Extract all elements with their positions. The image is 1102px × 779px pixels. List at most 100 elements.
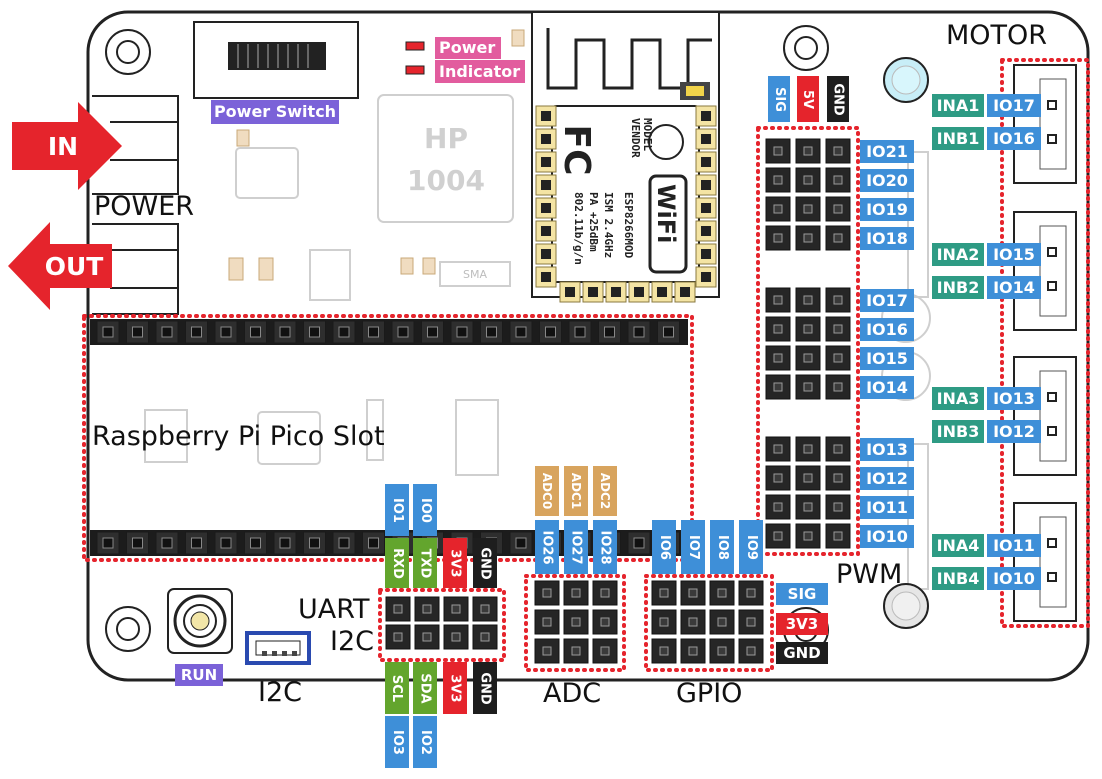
pwm-pin [825, 345, 851, 371]
esp-pad [535, 243, 557, 265]
motor-pin-inb4: INB4 [932, 567, 984, 590]
motor-connector-inner [1039, 225, 1067, 317]
gpio-title: GPIO [676, 678, 743, 709]
label-io7: IO7 [681, 520, 705, 574]
run-button [167, 588, 233, 654]
pwm-pin [825, 316, 851, 342]
svg-text:802.11b/g/n: 802.11b/g/n [572, 192, 585, 265]
esp-pad [695, 174, 717, 196]
gpio-pin [709, 609, 735, 635]
pico-pin [568, 320, 592, 344]
pwm-label-io18: IO18 [860, 227, 914, 250]
motor-connector [1013, 502, 1077, 622]
svg-text:ESP8266MOD: ESP8266MOD [622, 192, 635, 259]
motor-connector [1013, 211, 1077, 331]
pico-pin [244, 531, 267, 555]
in-arrow [12, 102, 122, 190]
esp-pad [651, 281, 673, 303]
pwm-pin [795, 436, 821, 462]
pico-pin [362, 531, 385, 555]
adc-pin [592, 580, 618, 606]
esp-pad [695, 151, 717, 173]
motor-connector-pin [1047, 392, 1057, 402]
pico-pin [273, 531, 297, 555]
pwm-pin [795, 138, 821, 164]
pico-pin [303, 320, 326, 344]
label-3v3-bottom: 3V3 [443, 662, 467, 714]
motor-pin-ina1: INA1 [932, 94, 984, 117]
esp-pad [535, 128, 557, 150]
label-3v3-top: 3V3 [443, 538, 467, 588]
esp-pad [695, 266, 717, 288]
diode-print: SMA [463, 268, 487, 281]
pwm-label-io13: IO13 [860, 438, 914, 461]
motor-connector-inner [1039, 370, 1067, 462]
label-io27: IO27 [564, 520, 588, 574]
pico-pin [214, 531, 238, 555]
esp-pad [535, 151, 557, 173]
power-switch-label: Power Switch [211, 100, 339, 124]
esp-pad [628, 281, 650, 303]
svg-text:FC: FC [556, 124, 597, 175]
label-io26: IO26 [535, 520, 559, 574]
gpio-pin [709, 580, 735, 606]
adc-pin [563, 609, 589, 635]
pwm-pin [795, 374, 821, 400]
in-arrow-label: IN [47, 131, 79, 161]
motor-connector-pin [1047, 247, 1057, 257]
pico-pin [362, 320, 385, 344]
pwm-pin [795, 345, 821, 371]
motor-title: MOTOR [946, 20, 1048, 51]
label-top-gnd: GND [827, 76, 849, 122]
pwm-label-io15: IO15 [860, 347, 914, 370]
esp-pad [535, 174, 557, 196]
pico-pin [185, 531, 208, 555]
motor-io-io17: IO17 [987, 94, 1041, 117]
label-sda: SDA [413, 662, 437, 714]
power-indicator-label-2: Indicator [435, 60, 525, 83]
label-txd: TXD [413, 538, 437, 588]
motor-pin-inb1: INB1 [932, 127, 984, 150]
uart-pin [385, 596, 411, 622]
label-scl: SCL [385, 662, 409, 714]
pwm-pin [765, 138, 791, 164]
label-gpio-sig: SIG [776, 583, 828, 605]
pwm-pin [825, 436, 851, 462]
esp-pad [605, 281, 627, 303]
run-label: RUN [175, 664, 223, 686]
label-io0: IO0 [413, 484, 437, 536]
esp-pad [695, 128, 717, 150]
pwm-label-io21: IO21 [860, 140, 914, 163]
adc-pin [563, 638, 589, 664]
gpio-pin [738, 580, 764, 606]
adc-pin [563, 580, 589, 606]
pwm-label-io20: IO20 [860, 169, 914, 192]
pico-pin [657, 320, 680, 344]
motor-io-io11: IO11 [987, 534, 1041, 557]
i2c-connector-title: I2C [258, 677, 302, 708]
pwm-pin [765, 465, 791, 491]
motor-connector [1013, 64, 1077, 184]
motor-connector-pin [1047, 538, 1057, 548]
pwm-label-io19: IO19 [860, 198, 914, 221]
motor-io-io10: IO10 [987, 567, 1041, 590]
uart-pin [472, 596, 498, 622]
adc-pin [592, 609, 618, 635]
label-adc2: ADC2 [593, 466, 617, 516]
adc-pin [534, 638, 560, 664]
pwm-pin [825, 196, 851, 222]
pwm-label-io11: IO11 [860, 496, 914, 519]
label-adc1: ADC1 [564, 466, 588, 516]
pico-pin [450, 320, 474, 344]
esp-pad [535, 220, 557, 242]
pwm-label-io17: IO17 [860, 289, 914, 312]
uart-pin [472, 624, 498, 650]
pico-pin [155, 320, 179, 344]
gpio-pin [738, 638, 764, 664]
uart-pin [414, 624, 440, 650]
out-arrow [8, 222, 112, 310]
pwm-pin [825, 523, 851, 549]
motor-pin-inb3: INB3 [932, 420, 984, 443]
svg-text:PA +25dBm: PA +25dBm [587, 192, 600, 252]
pwm-pin [795, 196, 821, 222]
